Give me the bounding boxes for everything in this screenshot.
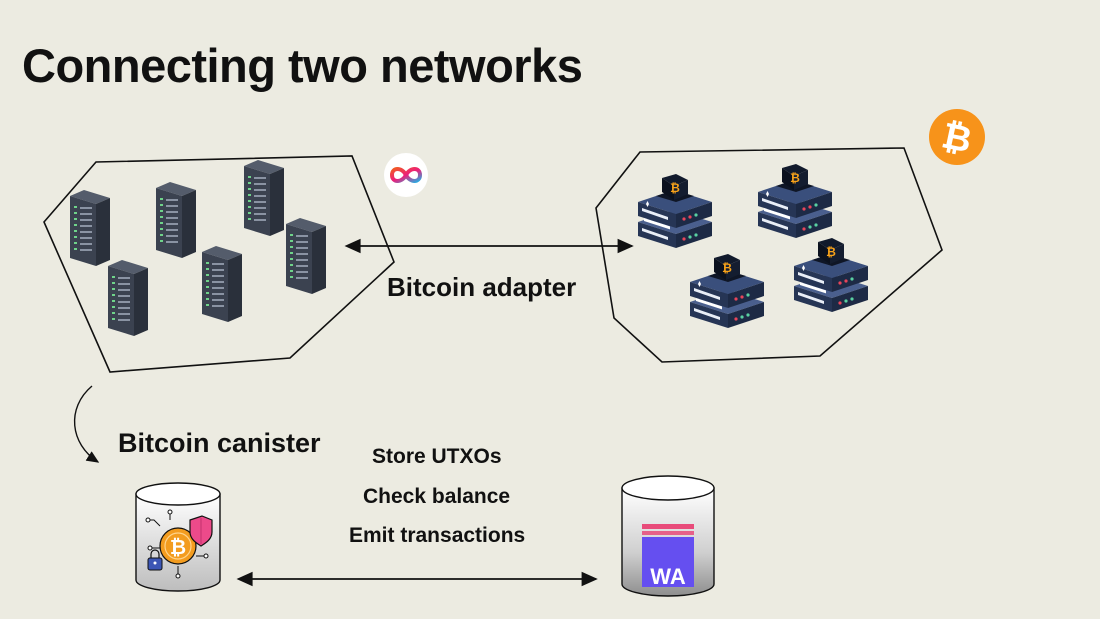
operation-emit-transactions: Emit transactions <box>349 524 526 547</box>
infinity-logo-icon <box>384 153 428 197</box>
bitcoin-node <box>638 174 712 248</box>
icp-server-node <box>286 218 326 294</box>
icp-server-node <box>244 160 284 236</box>
wasm-logo-icon: WA <box>642 524 694 589</box>
icp-network-boundary <box>43 155 395 373</box>
bitcoin-node <box>758 164 832 238</box>
svg-text:WA: WA <box>650 564 686 589</box>
bitcoin-canister-label: Bitcoin canister <box>118 428 321 458</box>
wasm-canister-cylinder: WA <box>621 475 715 597</box>
bitcoin-network-boundary <box>595 147 943 363</box>
bitcoin-node <box>690 254 764 328</box>
bitcoin-logo-icon: ₿ <box>929 109 985 165</box>
bitcoin-adapter-label: Bitcoin adapter <box>387 272 577 302</box>
operation-check-balance: Check balance <box>363 485 511 508</box>
canister-curve-arrow <box>73 385 100 463</box>
icp-server-node <box>108 260 148 336</box>
icp-server-node <box>70 190 110 266</box>
bitcoin-node <box>794 238 868 312</box>
svg-text:₿: ₿ <box>170 535 186 559</box>
icp-server-node <box>156 182 196 258</box>
icp-server-node <box>202 246 242 322</box>
operation-store-utxos: Store UTXOs <box>372 445 502 468</box>
slide-title: Connecting two networks <box>22 39 583 92</box>
bitcoin-canister-cylinder: ₿ <box>135 482 221 592</box>
